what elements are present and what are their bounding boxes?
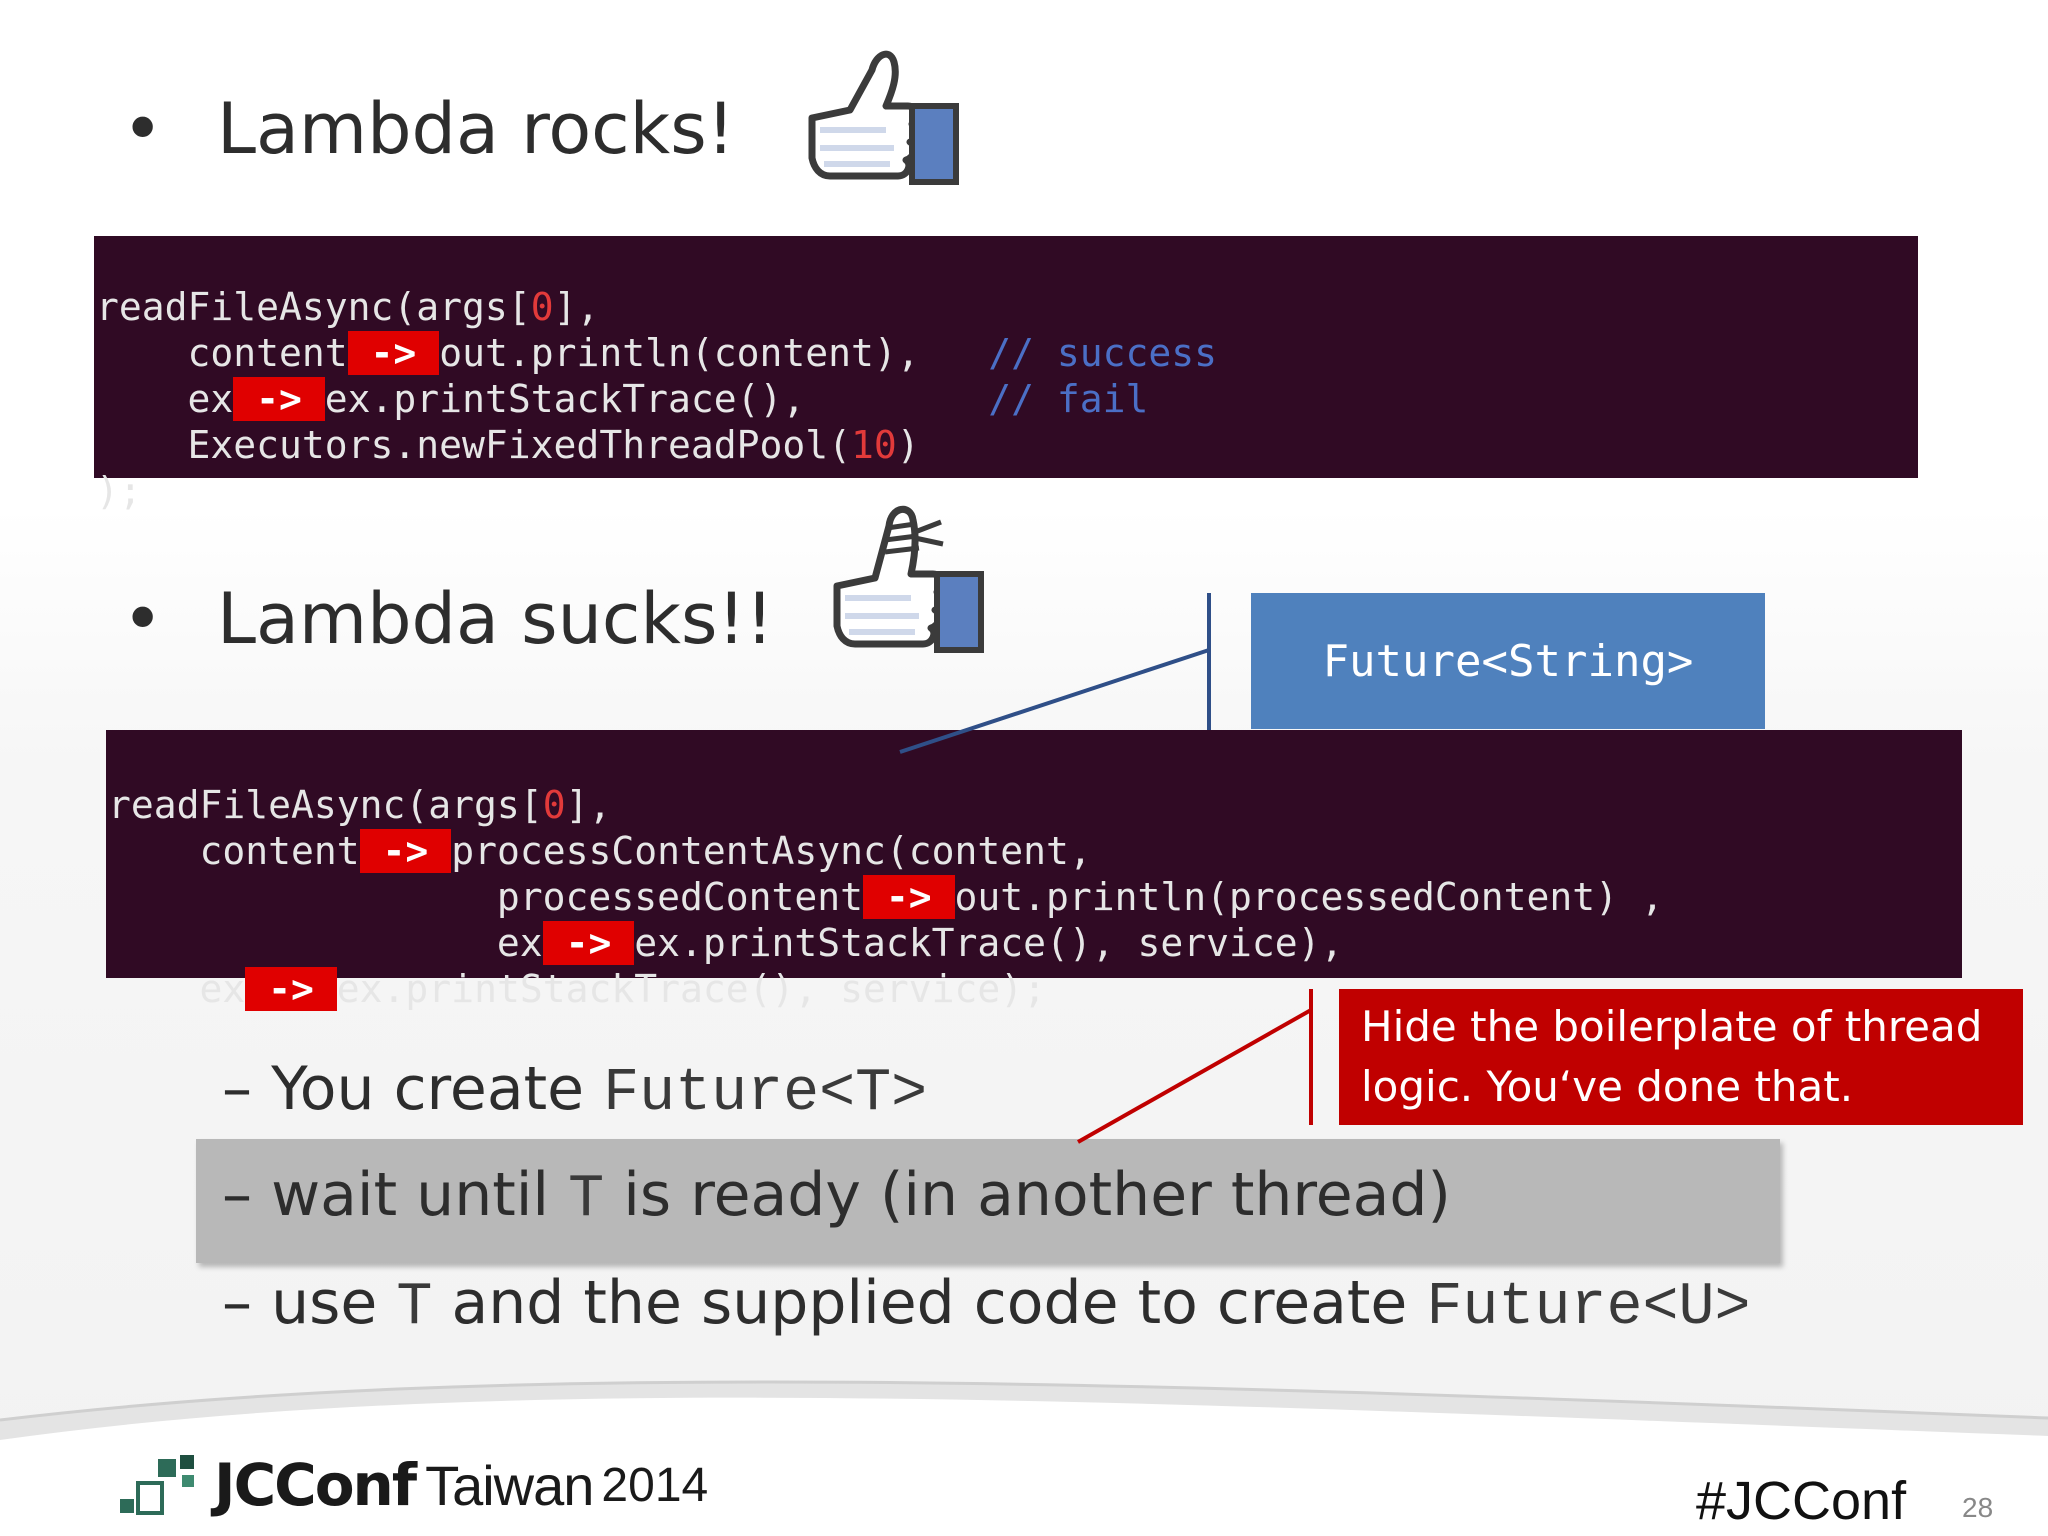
thumbs-up-icon [808, 50, 959, 185]
bullet-dot: • [122, 88, 164, 170]
bandaged-thumbs-up-icon [833, 506, 984, 653]
jcconf-logo-icon [120, 1455, 194, 1515]
bullet-text: Lambda sucks!! [217, 578, 774, 660]
lambda-arrow: -> [359, 829, 452, 873]
logo-year-text: 2014 [601, 1458, 709, 1512]
footer-wave [0, 1380, 2048, 1536]
subpoint-use-t: – use T and the supplied code to create … [222, 1268, 1751, 1342]
lambda-arrow: -> [542, 921, 635, 965]
lambda-arrow: -> [862, 875, 955, 919]
lambda-arrow: -> [245, 967, 337, 1011]
bullet-dot: • [122, 578, 164, 660]
highlight-band [196, 1139, 1780, 1263]
bullet-lambda-rocks: • Lambda rocks! [122, 88, 735, 170]
jcconf-logo: JCConf Taiwan 2014 [118, 1450, 708, 1520]
code-block-lambda-sucks: readFileAsync(args[0], content -> proces… [106, 730, 1962, 1011]
comment-fail: // fail [988, 377, 1149, 421]
logo-taiwan-text: Taiwan [425, 1453, 594, 1517]
future-string-callout: Future<String> [1251, 593, 1765, 729]
code-block-lambda-rocks: readFileAsync(args[0], content -> out.pr… [94, 236, 1918, 513]
lambda-arrow: -> [347, 331, 440, 375]
subpoint-create-future: – You create Future<T> [222, 1054, 928, 1128]
subpoint-wait-until: – wait until T is ready (in another thre… [222, 1160, 1451, 1234]
comment-success: // success [988, 331, 1218, 375]
page-number: 28 [1962, 1492, 1994, 1523]
hashtag: #JCConf [1696, 1471, 1907, 1531]
bullet-text: Lambda rocks! [217, 88, 735, 170]
logo-jcconf-text: JCConf [214, 1451, 417, 1519]
bullet-lambda-sucks: • Lambda sucks!! [122, 578, 774, 660]
lambda-arrow: -> [233, 377, 325, 421]
boilerplate-callout: Hide the boilerplate of thread logic. Yo… [1339, 989, 2023, 1125]
